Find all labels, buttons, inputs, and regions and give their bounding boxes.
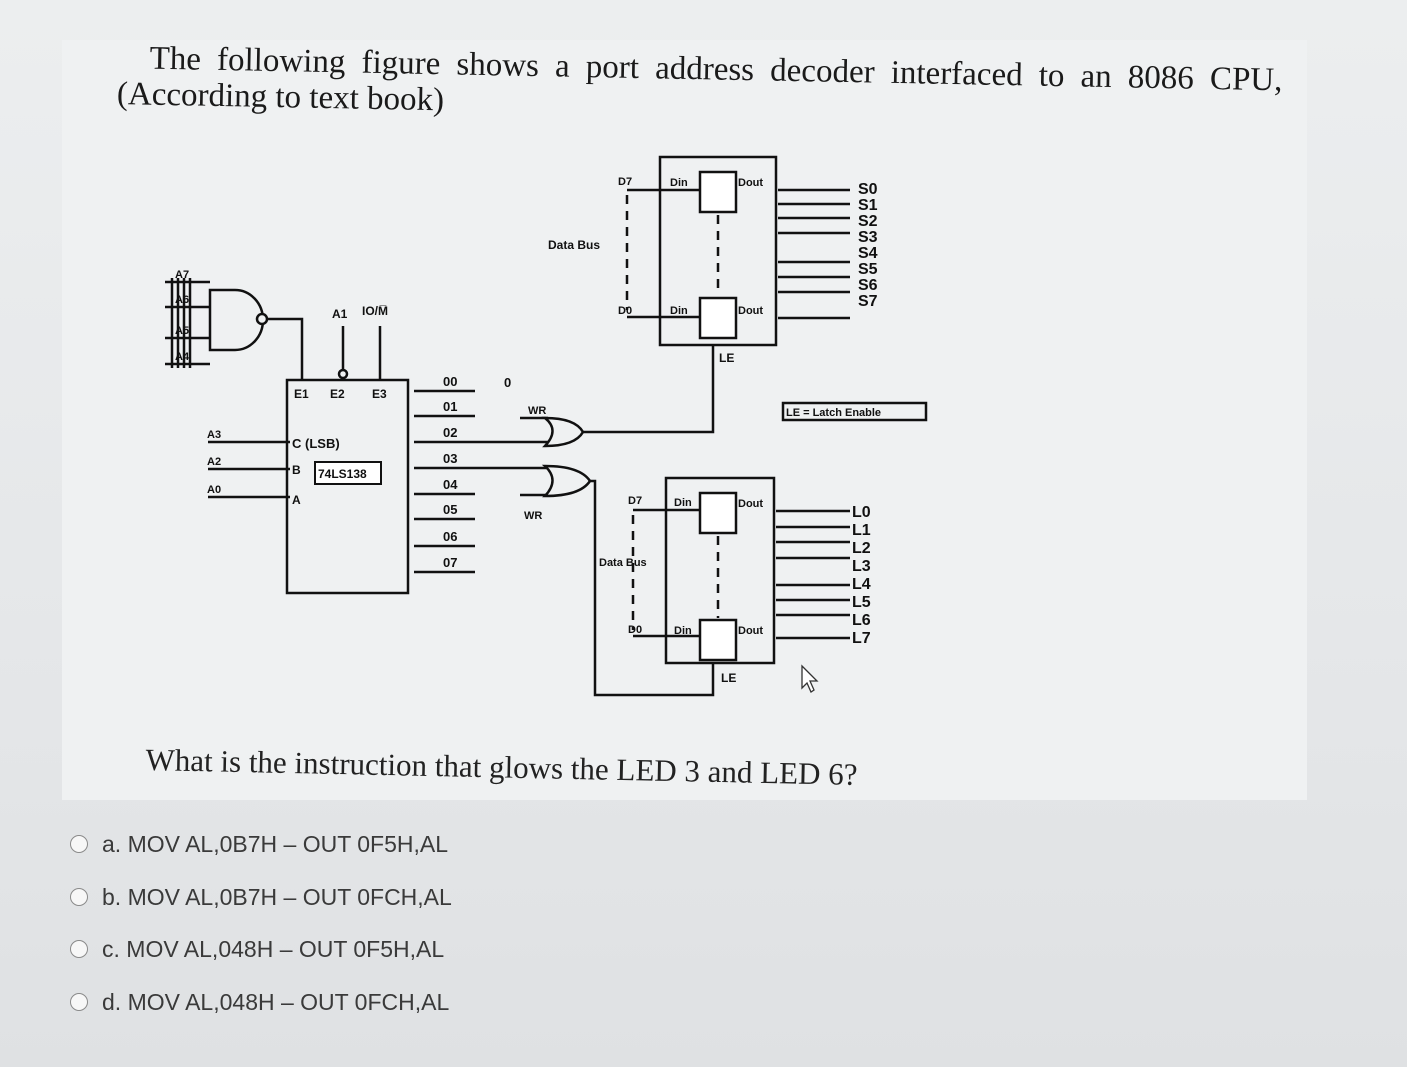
radio-icon[interactable] (70, 888, 88, 906)
label-l6: L6 (852, 612, 871, 629)
label-din-upper-1: Din (670, 177, 688, 189)
label-a2: A2 (207, 456, 221, 468)
label-le-upper: LE (719, 351, 734, 365)
label-e2: E2 (330, 387, 345, 401)
option-label[interactable]: c. MOV AL,048H – OUT 0F5H,AL (102, 935, 445, 962)
label-a7: A7 (175, 269, 189, 281)
label-out-00: 00 (443, 374, 457, 389)
label-s2: S2 (858, 213, 878, 230)
label-a0: A0 (207, 484, 221, 496)
radio-icon[interactable] (70, 835, 88, 853)
radio-icon[interactable] (70, 993, 88, 1011)
label-a5: A5 (175, 325, 189, 337)
label-a3: A3 (207, 429, 221, 441)
label-le-note: LE = Latch Enable (786, 407, 881, 419)
label-select-c: C (LSB) (292, 436, 340, 451)
label-zero: 0 (504, 375, 511, 390)
label-l5: L5 (852, 594, 871, 611)
label-d7-upper: D7 (618, 176, 632, 188)
label-out-03: 03 (443, 451, 457, 466)
label-d0-lower: D0 (628, 624, 642, 636)
label-s6: S6 (858, 277, 878, 294)
label-l2: L2 (852, 540, 871, 557)
label-l4: L4 (852, 576, 871, 593)
mouse-pointer-icon (801, 664, 819, 693)
label-l7: L7 (852, 630, 871, 647)
label-data-bus-lower: Data Bus (599, 557, 647, 569)
label-din-upper-2: Din (670, 305, 688, 317)
radio-icon[interactable] (70, 940, 88, 958)
label-din-lower-2: Din (674, 625, 692, 637)
label-s0: S0 (858, 181, 878, 198)
label-out-06: 06 (443, 529, 457, 544)
label-dout-lower-1: Dout (738, 498, 763, 510)
label-s4: S4 (858, 245, 878, 262)
option-d[interactable]: d. MOV AL,048H – OUT 0FCH,AL (70, 985, 449, 1019)
label-a4: A4 (175, 351, 190, 363)
label-a1: A1 (332, 307, 348, 321)
label-dout-lower-2: Dout (738, 625, 763, 637)
option-c[interactable]: c. MOV AL,048H – OUT 0F5H,AL (70, 932, 444, 966)
label-out-05: 05 (443, 502, 457, 517)
option-label[interactable]: d. MOV AL,048H – OUT 0FCH,AL (102, 988, 450, 1015)
option-b[interactable]: b. MOV AL,0B7H – OUT 0FCH,AL (70, 880, 452, 914)
label-a6: A6 (175, 294, 189, 306)
label-l0: L0 (852, 504, 871, 521)
label-select-b: B (292, 463, 301, 477)
label-select-a: A (292, 493, 301, 507)
label-dout-upper-2: Dout (738, 305, 763, 317)
label-s1: S1 (858, 197, 878, 214)
label-l3: L3 (852, 558, 871, 575)
label-e1: E1 (294, 387, 309, 401)
label-dout-upper-1: Dout (738, 177, 763, 189)
label-out-01: 01 (443, 399, 457, 414)
label-e3: E3 (372, 387, 387, 401)
decoder-circuit-diagram: A7 A6 A5 A4 A3 A2 A0 A1 IO/M̅ E1 E2 E3 C… (165, 155, 928, 697)
option-label[interactable]: b. MOV AL,0B7H – OUT 0FCH,AL (102, 883, 452, 910)
label-out-02: 02 (443, 425, 457, 440)
option-a[interactable]: a. MOV AL,0B7H – OUT 0F5H,AL (70, 827, 448, 861)
label-iom: IO/M̅ (362, 304, 388, 318)
option-label[interactable]: a. MOV AL,0B7H – OUT 0F5H,AL (102, 830, 448, 857)
label-out-07: 07 (443, 555, 457, 570)
label-s3: S3 (858, 229, 878, 246)
label-s7: S7 (858, 293, 878, 310)
label-wr-upper: WR (528, 405, 546, 417)
label-out-04: 04 (443, 477, 458, 492)
label-wr-lower: WR (524, 510, 542, 522)
label-d7-lower: D7 (628, 495, 642, 507)
label-data-bus-upper: Data Bus (548, 238, 600, 252)
label-l1: L1 (852, 522, 871, 539)
label-din-lower-1: Din (674, 497, 692, 509)
label-s5: S5 (858, 261, 878, 278)
label-le-lower: LE (721, 671, 736, 685)
label-chip-74ls138: 74LS138 (318, 467, 367, 481)
label-d0-upper: D0 (618, 305, 632, 317)
